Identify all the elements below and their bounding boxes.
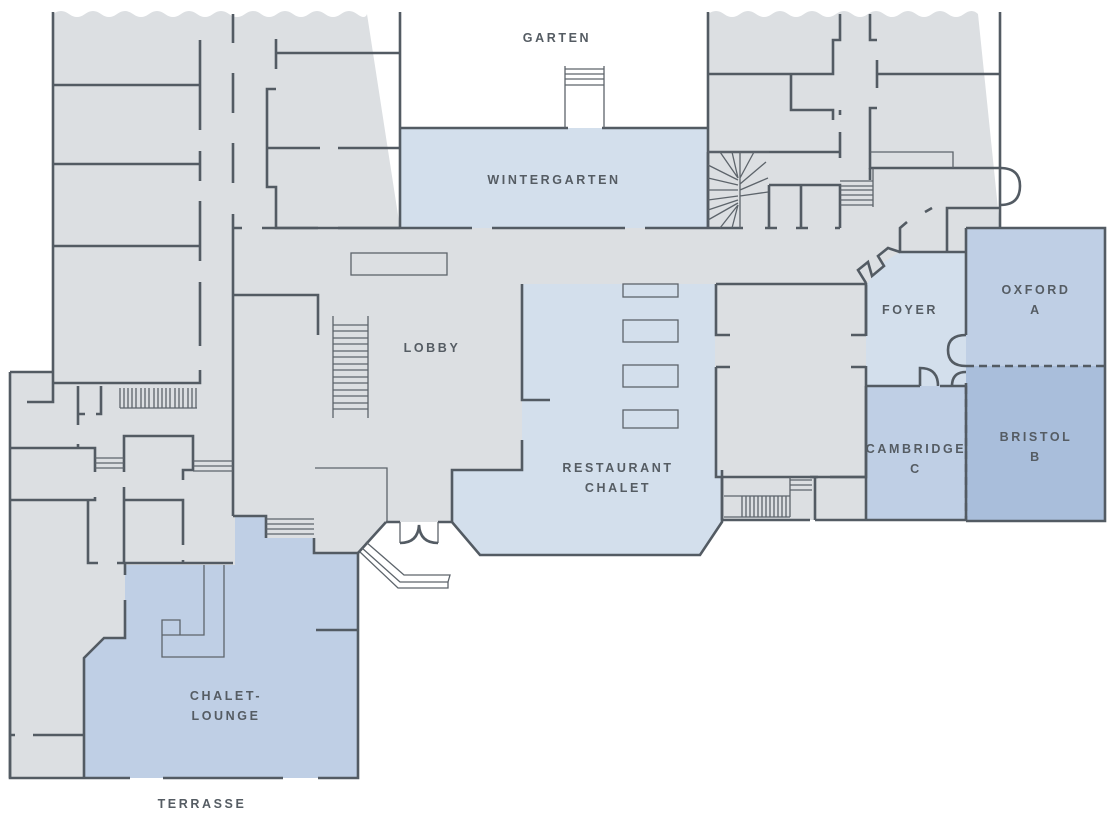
- terrasse-label: TERRASSE: [157, 797, 247, 811]
- room-cambridge-c[interactable]: CAMBRIDGE C: [866, 386, 966, 521]
- chalet-lounge-fill: [84, 516, 358, 778]
- chalet-lounge-label-line2: LOUNGE: [191, 709, 261, 723]
- restaurant-label-line2: CHALET: [584, 481, 652, 495]
- garten-label: GARTEN: [522, 31, 592, 45]
- door-swings: [399, 166, 1022, 545]
- wintergarten-fill: [400, 128, 708, 228]
- lobby-label: LOBBY: [403, 341, 461, 355]
- chalet-lounge-label-line1: CHALET-: [189, 689, 263, 703]
- room-restaurant-chalet[interactable]: RESTAURANT CHALET: [522, 284, 715, 554]
- room-wintergarten[interactable]: WINTERGARTEN: [400, 128, 708, 228]
- room-oxford-a[interactable]: OXFORD A: [966, 228, 1105, 366]
- room-chalet-lounge[interactable]: CHALET- LOUNGE: [125, 565, 358, 778]
- restaurant-fill: [452, 284, 722, 555]
- restaurant-label-line1: RESTAURANT: [562, 461, 674, 475]
- cambridge-label-line2: C: [910, 462, 922, 476]
- center-walls: [450, 228, 968, 522]
- cambridge-label-line1: CAMBRIDGE: [865, 442, 967, 456]
- foyer-fill: [866, 252, 966, 386]
- oxford-label-line2: A: [1030, 303, 1042, 317]
- cambridge-fill: [866, 386, 966, 521]
- left-wing-walls: [8, 14, 708, 778]
- room-lobby[interactable]: LOBBY: [370, 330, 490, 370]
- bristol-label-line1: BRISTOL: [999, 430, 1073, 444]
- bristol-label-line2: B: [1030, 450, 1042, 464]
- foyer-label: FOYER: [881, 303, 939, 317]
- stairs-and-furniture: [95, 66, 954, 658]
- bristol-fill: [966, 366, 1105, 521]
- oxford-fill: [966, 228, 1105, 366]
- wintergarten-label: WINTERGARTEN: [487, 173, 621, 187]
- room-bristol-b[interactable]: BRISTOL B: [966, 366, 1105, 521]
- oxford-label-line1: OXFORD: [1001, 283, 1071, 297]
- room-foyer[interactable]: FOYER: [866, 252, 966, 386]
